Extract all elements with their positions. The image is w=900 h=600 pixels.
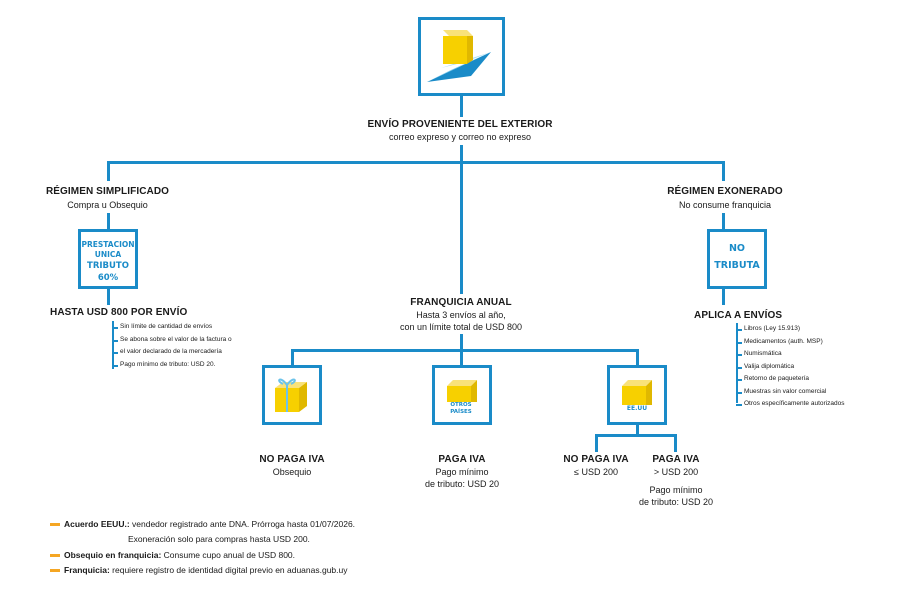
connector <box>460 96 463 117</box>
connector <box>460 334 463 351</box>
center-line: Hasta 3 envíos al año, <box>416 310 506 320</box>
list-item: el valor declarado de la mercadería <box>112 346 232 359</box>
right-applies: APLICA A ENVÍOS <box>694 310 783 321</box>
connector <box>722 213 725 229</box>
left-title: RÉGIMEN SIMPLIFICADO <box>45 186 170 197</box>
tax-stamp-box: PRESTACION UNICA TRIBUTO 60% <box>78 229 138 289</box>
usa-right-note: de tributo: USD 20 <box>638 497 714 507</box>
connector <box>636 349 639 365</box>
usa-right-title: PAGA IVA <box>652 454 700 465</box>
center-title: FRANQUICIA ANUAL <box>410 297 512 308</box>
list-item: Sin límite de cantidad de envíos <box>112 321 232 334</box>
list-item: Medicamentos (auth. MSP) <box>736 336 844 349</box>
gift-title: NO PAGA IVA <box>259 454 325 465</box>
orange-bullet <box>50 523 60 527</box>
orange-bullet <box>50 569 60 573</box>
footnote-text: vendedor registrado ante DNA. Prórroga h… <box>129 519 356 529</box>
left-limit: HASTA USD 800 POR ENVÍO <box>50 307 188 318</box>
list-item: Muestras sin valor comercial <box>736 386 844 399</box>
footnote: Obsequio en franquicia: Consume cupo anu… <box>50 550 295 560</box>
stamp-line: TRIBUTA <box>714 260 760 271</box>
gift-icon-frame <box>262 365 322 425</box>
footnote-text: requiere registro de identidad digital p… <box>109 565 348 575</box>
other-countries-icon-frame: OTROS PAÍSES <box>432 365 492 425</box>
franquicia-horizontal-connector <box>291 349 639 352</box>
list-item: Retorno de paquetería <box>736 373 844 386</box>
connector <box>291 349 294 365</box>
main-horizontal-connector <box>107 161 725 164</box>
stamp-line: TRIBUTO <box>87 261 129 271</box>
usa-left-title: NO PAGA IVA <box>563 454 629 465</box>
footnote: Exoneración solo para compras hasta USD … <box>128 534 310 544</box>
center-line: con un límite total de USD 800 <box>399 322 523 332</box>
stamp-line: PRESTACION <box>81 240 135 249</box>
list-item: Numismática <box>736 348 844 361</box>
no-tax-stamp-box: NO TRIBUTA <box>707 229 767 289</box>
gift-sub: Obsequio <box>272 467 312 477</box>
paper-plane-package-icon <box>427 30 491 82</box>
usa-horizontal-connector <box>595 434 677 437</box>
usa-right-note: Pago mínimo <box>649 485 703 495</box>
others-title: PAGA IVA <box>438 454 486 465</box>
connector <box>460 161 463 294</box>
footnote-text: Consume cupo anual de USD 800. <box>161 550 296 560</box>
connector <box>107 161 110 181</box>
stamp-line: UNICA <box>94 250 122 259</box>
list-item: Pago mínimo de tributo: USD 20. <box>112 359 232 372</box>
exempt-items-list: Libros (Ley 15.913) Medicamentos (auth. … <box>736 323 844 411</box>
left-conditions-list: Sin límite de cantidad de envíos Se abon… <box>112 321 232 371</box>
right-subtitle: No consume franquicia <box>678 200 772 210</box>
list-item: Se abona sobre el valor de la factura o <box>112 334 232 347</box>
package-label: PAÍSES <box>445 409 477 416</box>
package-usa-icon <box>622 380 652 412</box>
stamp-line: NO <box>728 243 746 254</box>
orange-bullet <box>50 554 60 558</box>
stamp-line: 60% <box>97 273 119 283</box>
connector <box>636 425 639 437</box>
package-label: OTROS <box>445 402 477 409</box>
footnote-text: Exoneración solo para compras hasta USD … <box>128 534 310 544</box>
usa-icon-frame: EE.UU <box>607 365 667 425</box>
footnote-bold: Obsequio en franquicia: <box>64 550 162 560</box>
usa-right-sub: > USD 200 <box>653 467 699 477</box>
usa-left-sub: ≤ USD 200 <box>574 467 618 477</box>
connector <box>460 145 463 164</box>
connector <box>722 289 725 305</box>
list-item: Otros específicamente autorizados <box>736 398 844 411</box>
footnote: Acuerdo EEUU.: vendedor registrado ante … <box>50 519 355 529</box>
right-title: RÉGIMEN EXONERADO <box>667 186 783 197</box>
top-title: ENVÍO PROVENIENTE DEL EXTERIOR <box>367 119 553 130</box>
top-icon-frame <box>418 17 505 96</box>
connector <box>722 161 725 181</box>
connector <box>595 434 598 452</box>
list-item: Valija diplomática <box>736 361 844 374</box>
footnote: Franquicia: requiere registro de identid… <box>50 565 348 575</box>
footnote-bold: Acuerdo EEUU.: <box>64 519 130 529</box>
others-sub: de tributo: USD 20 <box>424 479 500 489</box>
package-label: EE.UU <box>622 405 652 413</box>
gift-box-icon <box>275 378 307 412</box>
connector <box>674 434 677 452</box>
connector <box>107 289 110 305</box>
others-sub: Pago mínimo <box>435 467 489 477</box>
left-subtitle: Compra u Obsequio <box>67 200 148 210</box>
connector <box>107 213 110 229</box>
footnote-bold: Franquicia: <box>64 565 110 575</box>
connector <box>460 349 463 365</box>
list-item: Libros (Ley 15.913) <box>736 323 844 336</box>
top-subtitle: correo expreso y correo no expreso <box>388 132 532 142</box>
